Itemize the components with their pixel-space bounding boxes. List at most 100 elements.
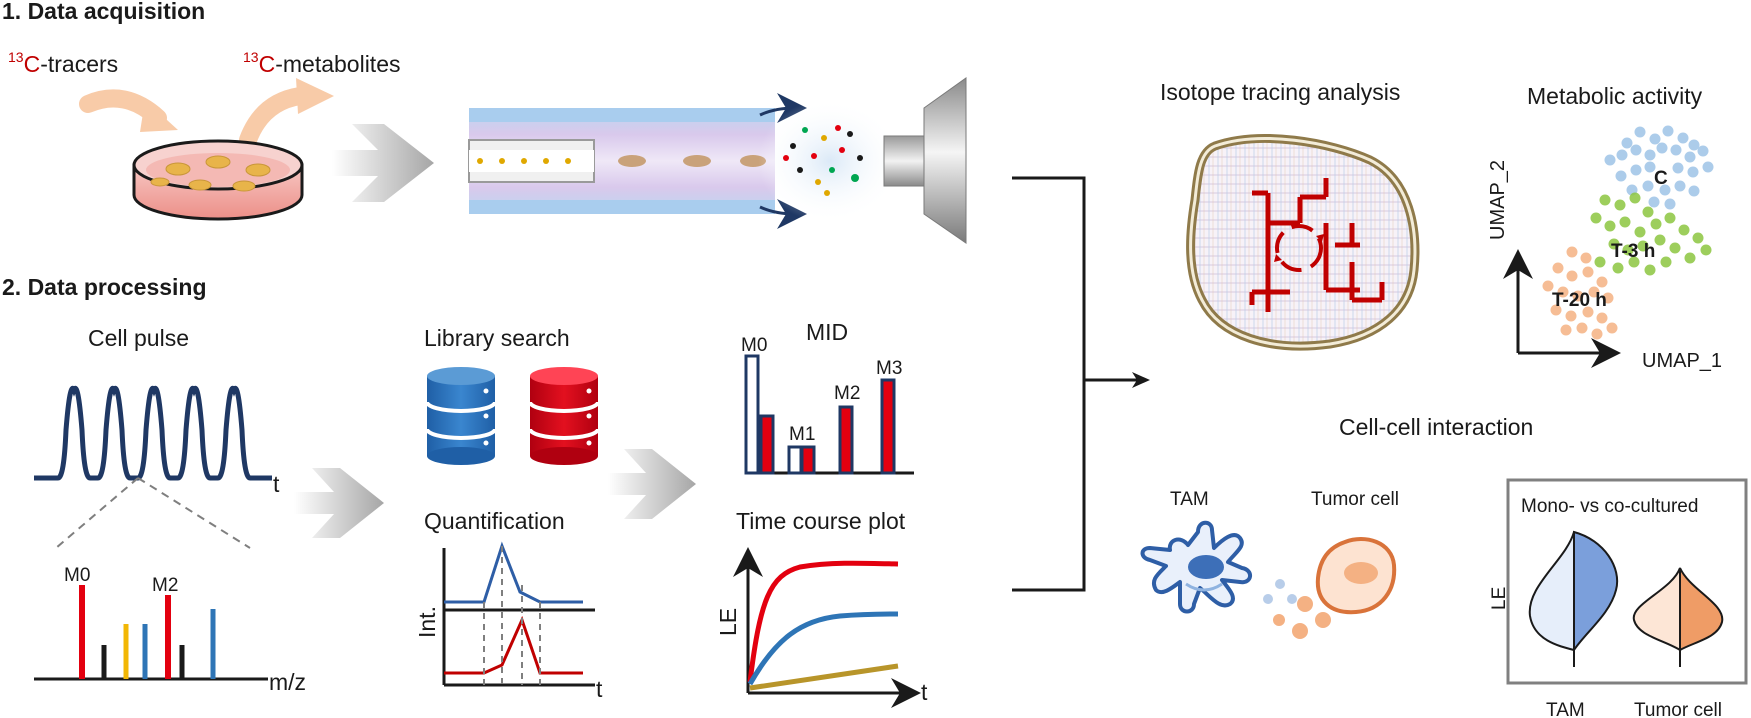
mid-label-0: M0 [741, 335, 767, 356]
umap-x-label: UMAP_1 [1642, 350, 1722, 372]
mid-label-2: M2 [834, 383, 860, 404]
tc-series-red [747, 560, 899, 683]
umap-point-blue-26 [1664, 198, 1676, 210]
mid-bar-4 [838, 405, 854, 475]
umap-point-peach-5 [1596, 276, 1608, 288]
umap-point-blue-6 [1604, 154, 1616, 166]
violin-tam [1528, 530, 1619, 667]
acquisition-gray-arrow [332, 124, 434, 202]
mid-bar-3 [800, 445, 816, 475]
umap-axes [1503, 249, 1621, 368]
umap-point-green-1 [1614, 199, 1626, 211]
umap-point-peach-7 [1557, 286, 1569, 298]
umap-point-green-4 [1590, 212, 1602, 224]
tracer-in-arrowhead [140, 100, 178, 132]
umap-point-blue-25 [1648, 196, 1660, 208]
metabolite-exchange-dots [1263, 579, 1331, 639]
umap-point-peach-6 [1542, 280, 1554, 292]
umap-point-peach-15 [1560, 324, 1572, 336]
umap-point-blue-11 [1670, 144, 1682, 156]
tc-series-blue [747, 611, 899, 686]
umap-point-peach-13 [1582, 306, 1594, 318]
mid-bar-0 [744, 354, 760, 475]
mid-label-1: M1 [789, 424, 815, 445]
umap-point-peach-14 [1596, 312, 1608, 324]
umap-point-blue-24 [1688, 185, 1700, 197]
time-course-label: Time course plot [736, 508, 906, 534]
umap-point-green-5 [1604, 220, 1616, 232]
tc-series-gold [749, 663, 899, 691]
umap-point-blue-18 [1687, 166, 1699, 178]
umap-point-blue-19 [1702, 161, 1714, 173]
violin-panel-title: Mono- vs co-cultured [1521, 496, 1698, 517]
violin-tumor [1632, 567, 1724, 667]
umap-point-blue-16 [1644, 161, 1656, 173]
umap-point-green-9 [1664, 212, 1676, 224]
umap-point-blue-2 [1649, 133, 1661, 145]
umap-point-blue-17 [1672, 162, 1684, 174]
umap-point-peach-8 [1572, 290, 1584, 302]
tumor-cell-icon [1315, 537, 1397, 615]
umap-point-peach-9 [1588, 286, 1600, 298]
umap-point-green-21 [1628, 256, 1640, 268]
umap-point-peach-12 [1565, 310, 1577, 322]
isotope-title: Isotope tracing analysis [1160, 79, 1400, 105]
umap-point-green-18 [1700, 244, 1712, 256]
umap-point-green-11 [1692, 232, 1704, 244]
mid-bar-5 [880, 378, 896, 475]
macrophage-tam-icon [1140, 520, 1252, 614]
ms-m0-label: M0 [64, 565, 90, 586]
violin-x-tumor: Tumor cell [1634, 700, 1722, 718]
merge-bracket [1012, 176, 1140, 592]
umap-point-green-22 [1644, 264, 1656, 276]
tracer-label: 13C-tracers [8, 49, 118, 77]
cluster-c-label: C [1654, 168, 1668, 189]
tam-label: TAM [1170, 489, 1209, 510]
umap-point-blue-3 [1662, 125, 1674, 137]
umap-point-peach-4 [1582, 266, 1594, 278]
tc-y-label: LE [715, 608, 741, 636]
violin-x-tam: TAM [1546, 700, 1585, 718]
umap-point-blue-15 [1630, 164, 1642, 176]
umap-point-blue-1 [1634, 126, 1646, 138]
umap-point-green-10 [1678, 224, 1690, 236]
umap-point-blue-14 [1615, 170, 1627, 182]
umap-point-blue-13 [1697, 145, 1709, 157]
ms-mz-axis-label: m/z [269, 669, 306, 695]
petri-dish-icon [132, 139, 304, 221]
umap-point-green-8 [1650, 218, 1662, 230]
umap-point-green-2 [1629, 192, 1641, 204]
umap-point-blue-8 [1630, 144, 1642, 156]
umap-point-peach-18 [1606, 322, 1618, 334]
umap-point-green-7 [1634, 226, 1646, 238]
ms-m2-label: M2 [152, 575, 178, 596]
quantification-label: Quantification [424, 508, 565, 534]
umap-point-blue-9 [1644, 149, 1656, 161]
flow-arrow-top [759, 93, 807, 124]
pulse-t-axis-label: t [273, 471, 280, 497]
metabolite-label: 13C-metabolites [243, 49, 400, 77]
mid-label-3: M3 [876, 358, 902, 379]
database-red-icon [528, 367, 600, 465]
library-search-label: Library search [424, 325, 570, 351]
umap-point-green-3 [1642, 206, 1654, 218]
umap-point-blue-7 [1616, 149, 1628, 161]
umap-point-green-14 [1637, 240, 1649, 252]
pulse-zoom-lines [55, 477, 251, 549]
umap-point-green-19 [1594, 256, 1606, 268]
umap-scatter [1542, 125, 1714, 340]
mid-bar-2 [787, 445, 803, 475]
umap-point-green-17 [1684, 252, 1696, 264]
umap-point-blue-23 [1674, 180, 1686, 192]
umap-point-blue-22 [1659, 184, 1671, 196]
umap-point-blue-10 [1656, 142, 1668, 154]
quant-y-label: Int. [414, 606, 440, 638]
database-blue-icon [425, 367, 497, 465]
metabolic-title: Metabolic activity [1527, 83, 1703, 109]
umap-point-peach-0 [1566, 246, 1578, 258]
processing-title: 2. Data processing [2, 274, 207, 300]
quant-x-label: t [596, 676, 603, 702]
umap-point-green-13 [1622, 244, 1634, 256]
cell-pulse-label: Cell pulse [88, 325, 189, 351]
